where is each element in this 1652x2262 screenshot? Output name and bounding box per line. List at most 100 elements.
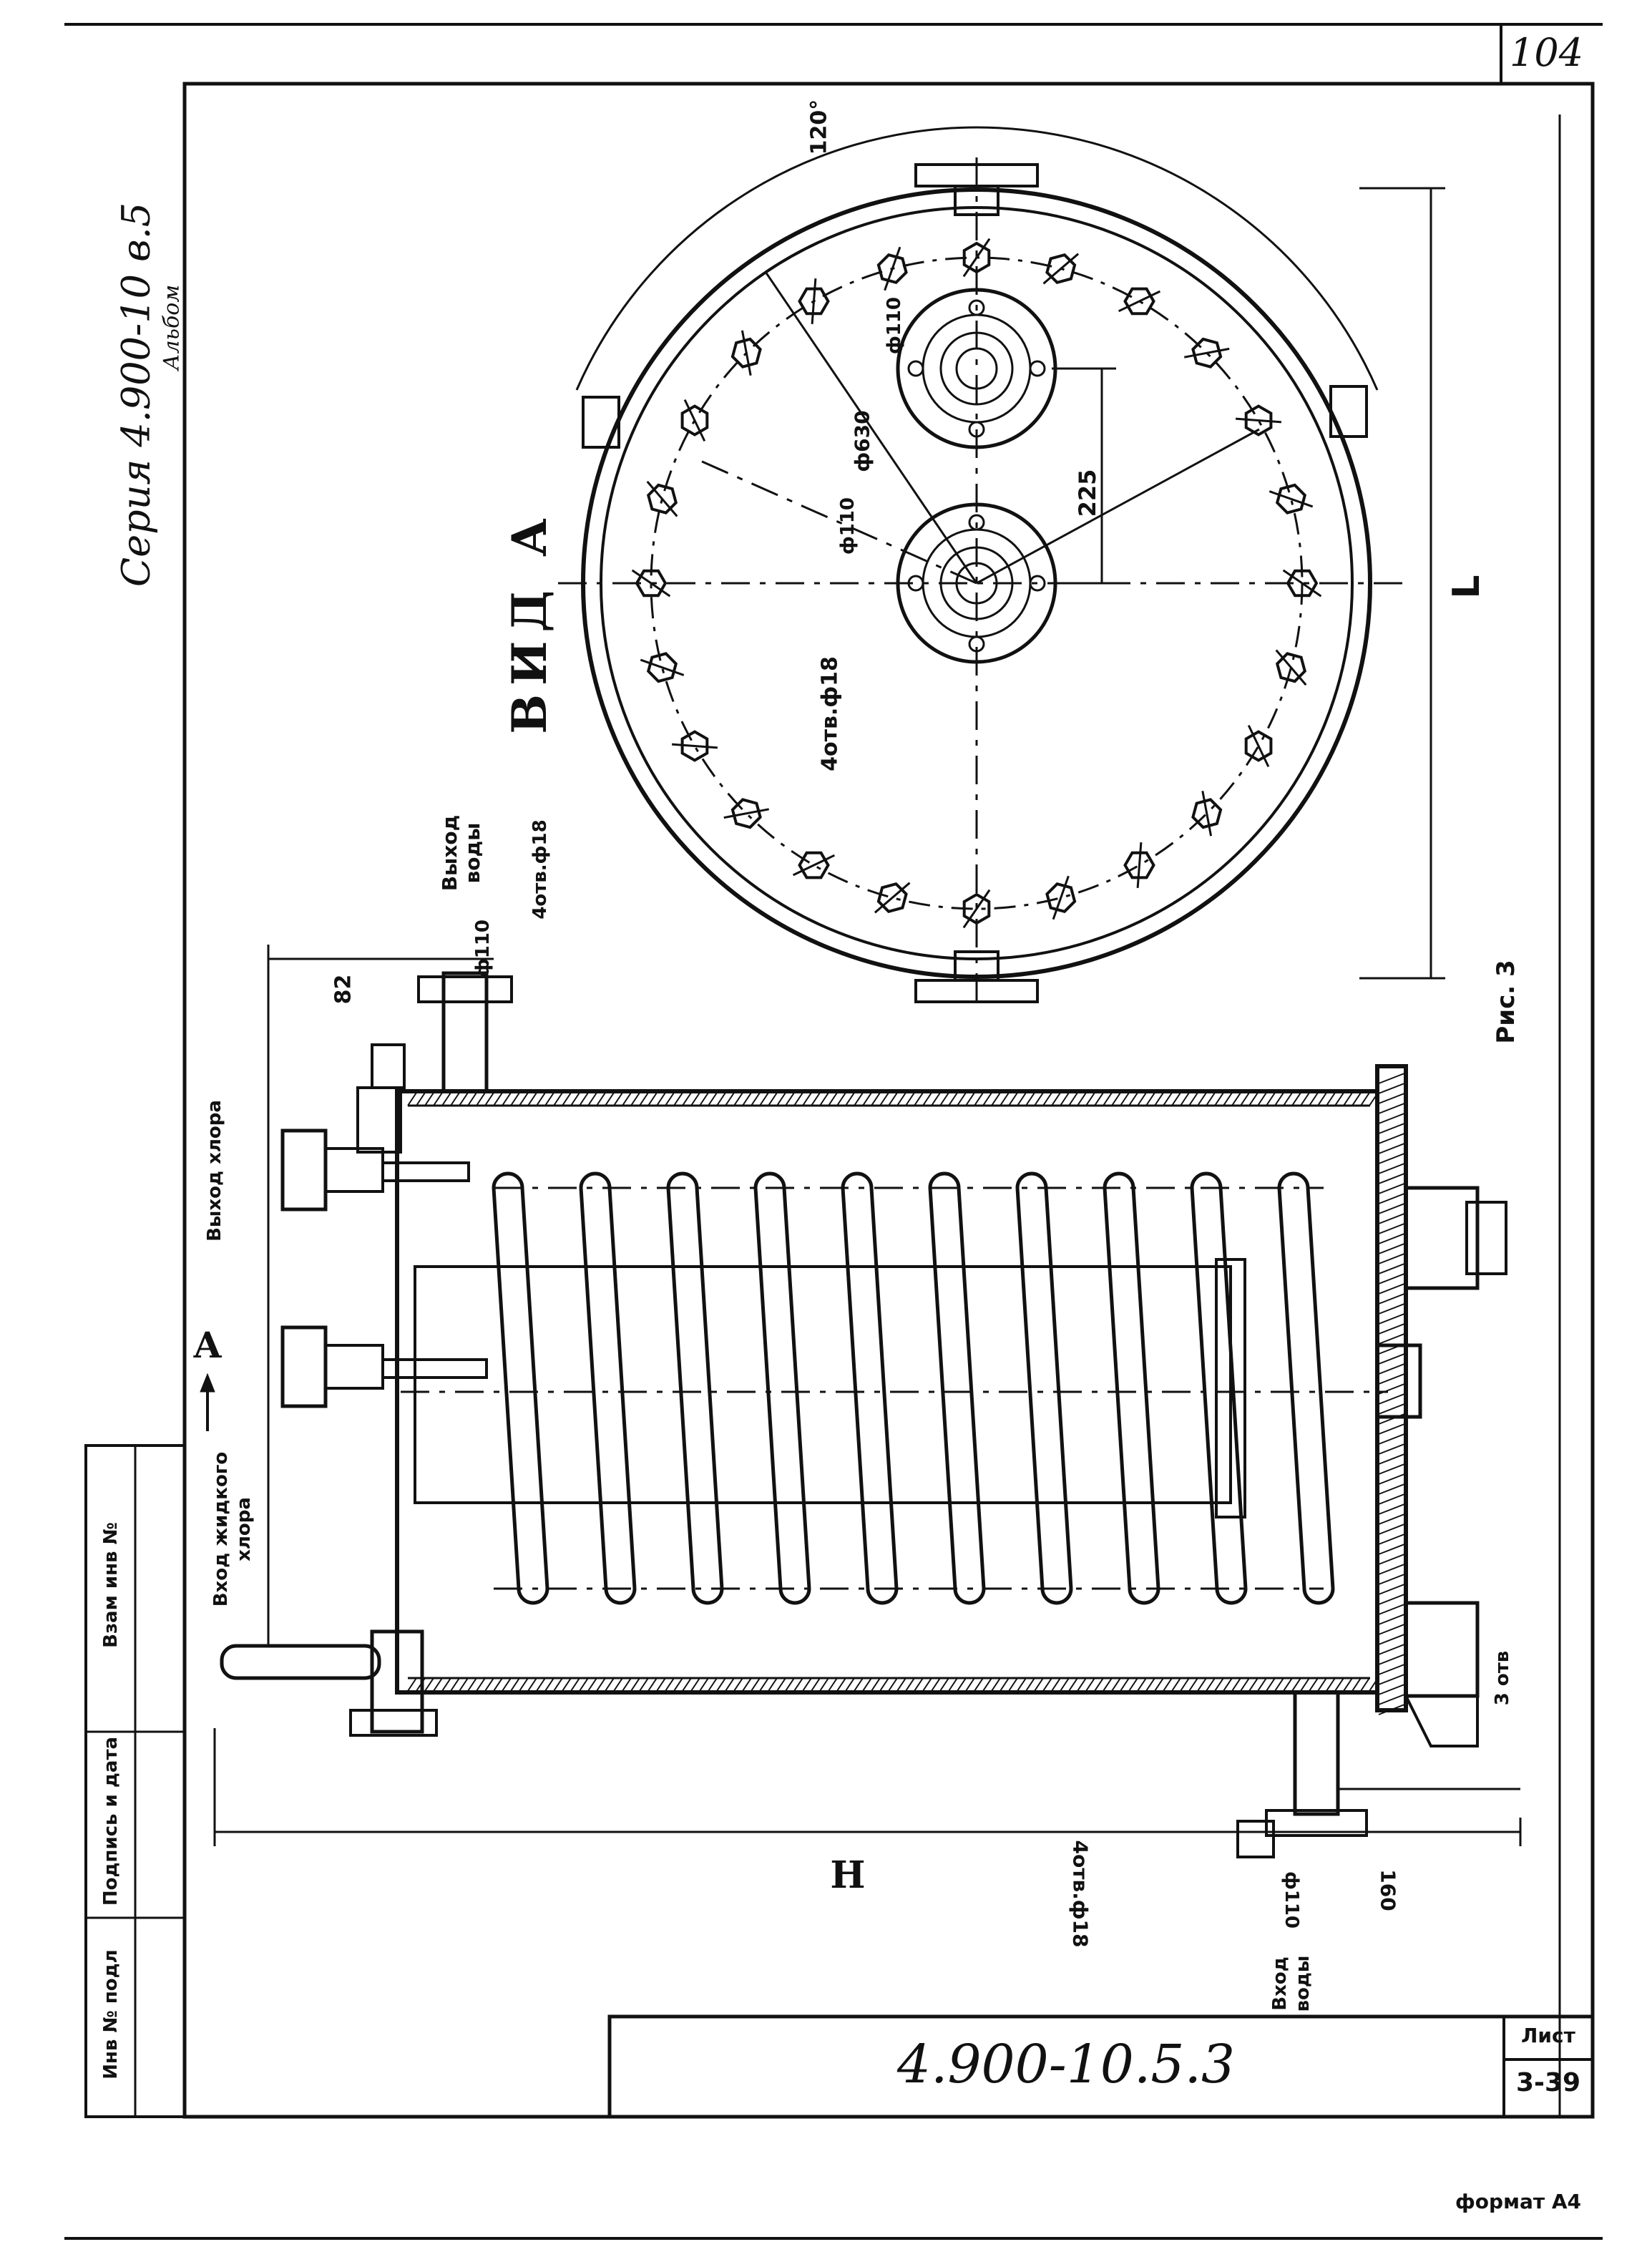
- bolt-stud: [1201, 791, 1213, 837]
- coil-turn: [928, 1171, 986, 1605]
- bolt: [1191, 798, 1223, 829]
- bolt: [635, 569, 668, 598]
- bolt-stud: [1282, 569, 1322, 598]
- coil-turn: [1103, 1171, 1160, 1605]
- bolt-stud: [792, 854, 836, 877]
- bolt-stud: [631, 569, 671, 598]
- coil-turn: [492, 1171, 549, 1605]
- bolt: [798, 851, 830, 879]
- holes-center: 4отв.ф18: [817, 656, 843, 771]
- bolt-stud: [962, 238, 991, 278]
- bolt: [1244, 404, 1273, 437]
- water-outlet-label: Выход воды: [438, 814, 484, 892]
- bolt: [798, 287, 830, 316]
- bolt-stud: [646, 480, 678, 517]
- bolt: [1045, 882, 1077, 914]
- bolt: [1286, 569, 1319, 598]
- bolt: [962, 892, 991, 925]
- series-header: Серия 4.900-10 в.5: [113, 202, 159, 588]
- section-arrow: [200, 1373, 215, 1431]
- bolt: [646, 483, 678, 515]
- holes-outlet: 4отв.ф18: [529, 819, 551, 920]
- coil-turn: [753, 1171, 811, 1605]
- coil-turn: [666, 1171, 724, 1605]
- bolt-stud: [671, 743, 718, 749]
- heating-coils: [492, 1171, 1335, 1605]
- bolt: [1045, 253, 1077, 285]
- coil-turn: [579, 1171, 637, 1605]
- drawing-code: 4.900-10.5.3: [896, 2034, 1236, 2095]
- bolt-stud: [1052, 875, 1070, 920]
- bolt: [646, 652, 678, 683]
- bolt: [730, 337, 762, 369]
- bolt: [1244, 730, 1273, 762]
- diameter-110-outlet: ф110: [472, 919, 494, 978]
- bolt-stud: [640, 658, 685, 676]
- bolt: [876, 253, 908, 285]
- dimension-H: H: [830, 1853, 866, 1897]
- bolt-stud: [1235, 417, 1282, 424]
- inner-core: [414, 1265, 1232, 1504]
- bolt: [876, 882, 908, 914]
- dimension-160: 160: [1376, 1869, 1400, 1911]
- sheet-label: Лист: [1521, 2024, 1575, 2047]
- water-outlet-nozzle: [441, 971, 489, 1093]
- bolt: [680, 404, 709, 437]
- bolt: [680, 730, 709, 762]
- coil-turn: [1015, 1171, 1073, 1605]
- bolt-stud: [962, 889, 991, 929]
- angle-arc: [575, 126, 1379, 391]
- bolt: [962, 241, 991, 274]
- bolt-stud: [874, 882, 911, 914]
- bolt: [1275, 483, 1307, 515]
- bolt-stud: [723, 808, 769, 819]
- bolt: [1275, 652, 1307, 683]
- format-label: формат А4: [1455, 2190, 1581, 2213]
- coil-turn: [841, 1171, 899, 1605]
- diameter-630: ф630: [850, 410, 874, 472]
- view-a: [558, 126, 1445, 1003]
- vessel: [213, 945, 1522, 1858]
- diameter-110-top: ф110: [884, 296, 905, 355]
- bolt-stud: [1136, 842, 1143, 889]
- stamp-cell-1: Подпись и дата: [100, 1736, 122, 1906]
- chlorine-inlet-label: Вход жидкого хлора: [210, 1451, 255, 1607]
- bolt: [1123, 851, 1155, 879]
- bolt-stud: [1042, 253, 1080, 285]
- album-header: Альбом: [159, 284, 185, 371]
- holes-base: 3 отв: [1492, 1650, 1513, 1706]
- view-a-label: ВИД А: [502, 510, 557, 734]
- coil-turn: [1277, 1171, 1335, 1605]
- bolt: [1191, 337, 1223, 369]
- wall-hatching: [407, 1073, 1405, 1715]
- flange-bolts: [631, 238, 1322, 929]
- bolt-stud: [741, 330, 752, 376]
- bolt-stud: [1247, 724, 1270, 768]
- bolt-stud: [884, 246, 901, 291]
- pitch-dimension: 225: [1074, 469, 1101, 517]
- diameter-110-mid: ф110: [837, 497, 859, 555]
- page-number: 104: [1510, 30, 1584, 75]
- bolt-stud: [1118, 290, 1161, 313]
- stamp-cell-0: Инв № подл: [100, 1949, 122, 2080]
- dimension-82: 82: [331, 974, 356, 1005]
- coil-turn: [1190, 1171, 1248, 1605]
- bolt: [730, 798, 762, 829]
- holes-inlet: 4отв.ф18: [1068, 1840, 1093, 1948]
- bolt-stud: [1184, 347, 1230, 359]
- section-mark: A: [193, 1324, 222, 1366]
- bolt: [1123, 287, 1155, 316]
- water-inlet-nozzle: [1293, 1690, 1340, 1816]
- figure-label: Рис. 3: [1492, 960, 1520, 1044]
- dimension-L: L: [1445, 575, 1488, 599]
- chlorine-outlet-label: Выход хлора: [204, 1100, 225, 1242]
- bolt-stud: [1269, 490, 1314, 508]
- drain-handle: [220, 1644, 381, 1680]
- stamp-cell-2: Взам инв №: [100, 1522, 122, 1648]
- bolt-stud: [1275, 649, 1307, 686]
- bolt-stud: [811, 278, 817, 325]
- bolt-stud: [683, 399, 706, 442]
- title-block: [607, 2014, 1595, 2119]
